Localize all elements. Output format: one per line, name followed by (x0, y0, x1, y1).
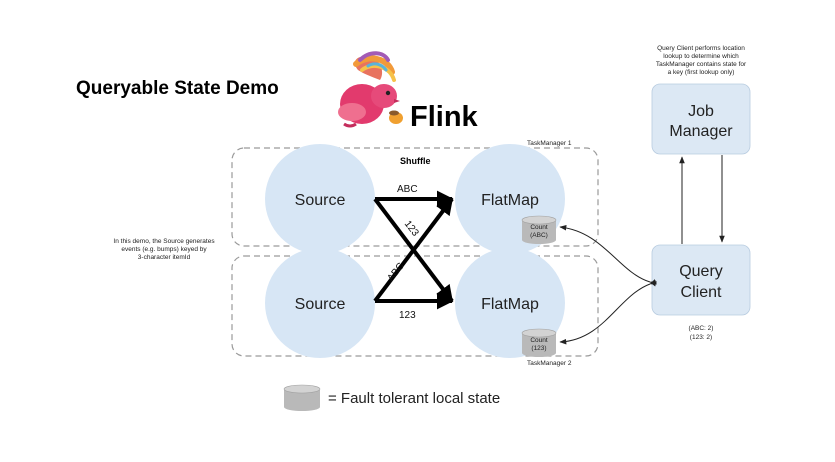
state-cylinder-1-title: Count (530, 224, 548, 231)
source-node-2 (265, 248, 375, 358)
logo-text: Flink (410, 101, 479, 133)
state-cylinder-2-title: Count (530, 337, 548, 344)
edge-source2-flatmap1 (373, 197, 454, 303)
edge-client-state-1 (559, 224, 657, 287)
query-client-box (651, 244, 751, 316)
source-note-line-2: events (e.g. bumps) keyed by (121, 246, 207, 253)
edge-label-abc-top: ABC (397, 184, 418, 195)
shuffle-label: Shuffle (400, 156, 431, 166)
flatmap-node-2-label: FlatMap (481, 296, 539, 313)
source-node-1-label: Source (295, 192, 346, 209)
query-note-line-4: a key (first lookup only) (668, 69, 735, 76)
state-cylinder-2: Count (123) (521, 328, 557, 357)
state-cylinder-2-key: (123) (531, 345, 546, 352)
job-manager-box (651, 83, 751, 155)
legend-text: = Fault tolerant local state (328, 390, 500, 407)
taskmanager-2-label: TaskManager 2 (527, 360, 572, 367)
edge-client-state-2 (559, 279, 657, 345)
query-note-line-2: lookup to determine which (663, 53, 739, 60)
state-cylinder-1-key: (ABC) (530, 232, 548, 239)
flatmap-node-1-label: FlatMap (481, 192, 539, 209)
squirrel-icon (338, 51, 403, 128)
source-note-line-1: In this demo, the Source generates (113, 238, 215, 245)
edge-label-123-bottom: 123 (399, 310, 416, 321)
flink-logo: Flink (338, 51, 479, 133)
legend: = Fault tolerant local state (283, 384, 500, 411)
result-line-1: (ABC: 2) (689, 325, 714, 332)
taskmanager-2-box (231, 255, 599, 357)
legend-cylinder-icon (283, 384, 321, 411)
job-manager-label-line-2: Manager (669, 123, 733, 140)
query-client-label-line-2: Client (681, 284, 722, 301)
query-note-line-1: Query Client performs location (657, 45, 745, 52)
job-manager-label-line-1: Job (688, 103, 714, 120)
source-node-1 (265, 144, 375, 254)
source-note-line-3: 3-character itemId (138, 254, 191, 261)
taskmanager-1-label: TaskManager 1 (527, 140, 572, 147)
query-note-line-3: TaskManager contains state for (656, 61, 747, 68)
query-client-label-line-1: Query (679, 263, 723, 280)
state-cylinder-1: Count (ABC) (521, 215, 557, 244)
source-node-2-label: Source (295, 296, 346, 313)
page-title: Queryable State Demo (76, 78, 279, 99)
result-line-2: (123: 2) (690, 334, 712, 341)
